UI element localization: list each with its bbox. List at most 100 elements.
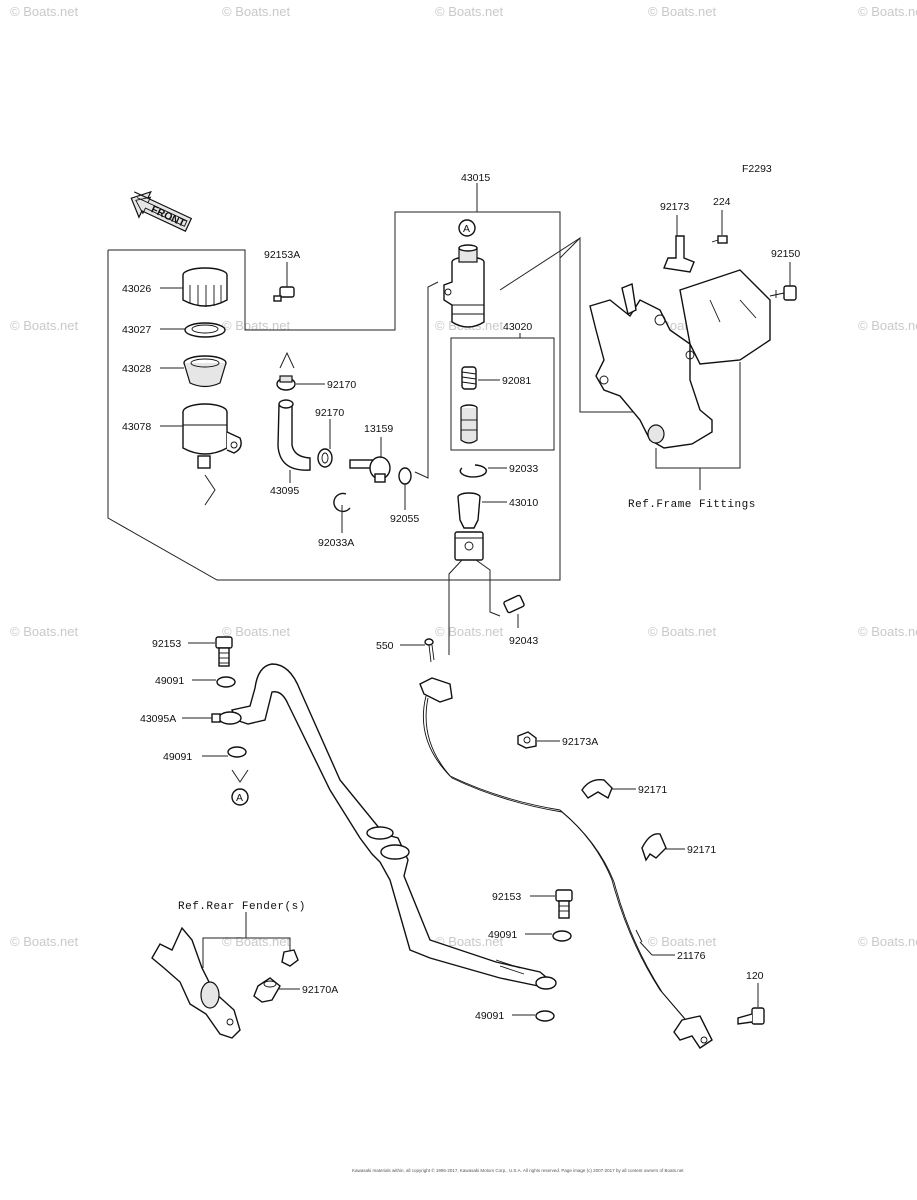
watermark: © Boats.net (648, 624, 717, 639)
part-label-43078: 43078 (122, 421, 151, 433)
spring-92081 (461, 366, 477, 390)
clamp-92170-lower (317, 448, 333, 468)
reservoir-cap-43026 (182, 267, 228, 307)
connector-a-label: A (236, 792, 243, 804)
watermark: © Boats.net (222, 624, 291, 639)
ref-frame-fittings: Ref.Frame Fittings (628, 499, 756, 511)
watermark: © Boats.net (435, 624, 504, 639)
part-label-92081: 92081 (502, 375, 531, 387)
rear-fender-bracket (151, 926, 241, 1039)
circlip-92033A (333, 492, 351, 513)
diaphragm-plate-43027 (184, 322, 226, 338)
watermark: © Boats.net (435, 4, 504, 19)
part-label-92171-upper: 92171 (638, 784, 667, 796)
part-label-92153A: 92153A (264, 249, 300, 261)
part-label-92171-lower: 92171 (687, 844, 716, 856)
part-label-13159: 13159 (364, 423, 393, 435)
connector-a-icon (458, 219, 476, 237)
part-label-92150: 92150 (771, 248, 800, 260)
watermark: © Boats.net (222, 4, 291, 19)
front-arrow-icon: FRONT (130, 190, 193, 232)
part-label-92170-lower: 92170 (315, 407, 344, 419)
frame-bracket (589, 269, 771, 449)
part-label-43027: 43027 (122, 324, 151, 336)
washer-49091-upper-left (216, 676, 236, 688)
part-label-224: 224 (713, 196, 731, 208)
part-label-43015: 43015 (461, 172, 490, 184)
piston-kit-box-43020 (450, 333, 555, 451)
master-cylinder-body (443, 244, 485, 328)
watermark: © Boats.net (10, 318, 79, 333)
circlip-92033 (459, 464, 487, 478)
part-label-92055: 92055 (390, 513, 419, 525)
watermark: © Boats.net (222, 318, 291, 333)
watermark: © Boats.net (10, 934, 79, 949)
part-label-49091-upper-right: 49091 (488, 929, 517, 941)
watermark: © Boats.net (858, 318, 917, 333)
part-label-92173: 92173 (660, 201, 689, 213)
part-label-21176: 21176 (677, 950, 706, 962)
part-label-92033A: 92033A (318, 537, 354, 549)
grommet-92170A (253, 977, 281, 1003)
hose-43095 (277, 399, 311, 471)
connector-a-label: A (463, 223, 470, 235)
part-label-92173A: 92173A (562, 736, 598, 748)
diaphragm-43028 (183, 355, 227, 388)
piston (460, 404, 478, 444)
part-label-92033: 92033 (509, 463, 538, 475)
bolt-224 (711, 235, 728, 244)
diagram-code: F2293 (742, 163, 772, 175)
part-label-43020: 43020 (503, 321, 532, 333)
bolt-120 (737, 1007, 765, 1025)
assembly-outline-43015 (107, 183, 640, 581)
copyright-text: Kawasaki materials within, all copyright… (352, 1167, 684, 1173)
part-label-49091-upper-left: 49091 (155, 675, 184, 687)
watermarks: © Boats.net © Boats.net © Boats.net © Bo… (10, 4, 917, 949)
switch-cable-21176 (419, 677, 713, 1049)
part-label-550: 550 (376, 640, 394, 652)
clip-92173A (517, 731, 537, 749)
screw-92153A (273, 286, 295, 302)
part-label-43095: 43095 (270, 485, 299, 497)
watermark: © Boats.net (648, 934, 717, 949)
cotter-pin-550 (424, 638, 435, 663)
connector-a-icon (231, 788, 249, 806)
part-label-92170-upper: 92170 (327, 379, 356, 391)
watermark: © Boats.net (858, 4, 917, 19)
pin-92043 (503, 594, 525, 614)
o-ring-92055 (398, 467, 412, 485)
washer-49091-lower-left (227, 746, 247, 758)
clamp-92171-upper (581, 779, 613, 800)
watermark: © Boats.net (435, 934, 504, 949)
hose-43095A (211, 663, 557, 990)
part-label-49091-lower-right: 49091 (475, 1010, 504, 1022)
watermark: © Boats.net (10, 4, 79, 19)
part-label-49091-lower-left: 49091 (163, 751, 192, 763)
part-label-120: 120 (746, 970, 764, 982)
clamp-92171-lower (641, 833, 667, 862)
bolt-92150 (769, 285, 797, 301)
part-label-92153-left: 92153 (152, 638, 181, 650)
watermark: © Boats.net (858, 624, 917, 639)
nut-cap-92170A-small (281, 949, 299, 967)
reservoir-tank-43078 (182, 403, 242, 469)
part-label-92153-right: 92153 (492, 891, 521, 903)
bolt-92153-right (555, 889, 573, 919)
joint-13159 (349, 456, 391, 483)
washer-49091-lower-right (535, 1010, 555, 1022)
part-label-43028: 43028 (122, 363, 151, 375)
part-label-43026: 43026 (122, 283, 151, 295)
ref-rear-fender: Ref.Rear Fender(s) (178, 901, 306, 913)
part-label-43010: 43010 (509, 497, 538, 509)
watermark: © Boats.net (222, 934, 291, 949)
part-label-43095A: 43095A (140, 713, 176, 725)
part-label-92170A: 92170A (302, 984, 338, 996)
push-rod-43010 (454, 492, 484, 561)
washer-49091-upper-right (552, 930, 572, 942)
watermark: © Boats.net (648, 4, 717, 19)
clip-92173 (663, 235, 695, 273)
clamp-92170-upper (276, 375, 296, 391)
part-label-92043: 92043 (509, 635, 538, 647)
bolt-92153-left (215, 636, 233, 667)
